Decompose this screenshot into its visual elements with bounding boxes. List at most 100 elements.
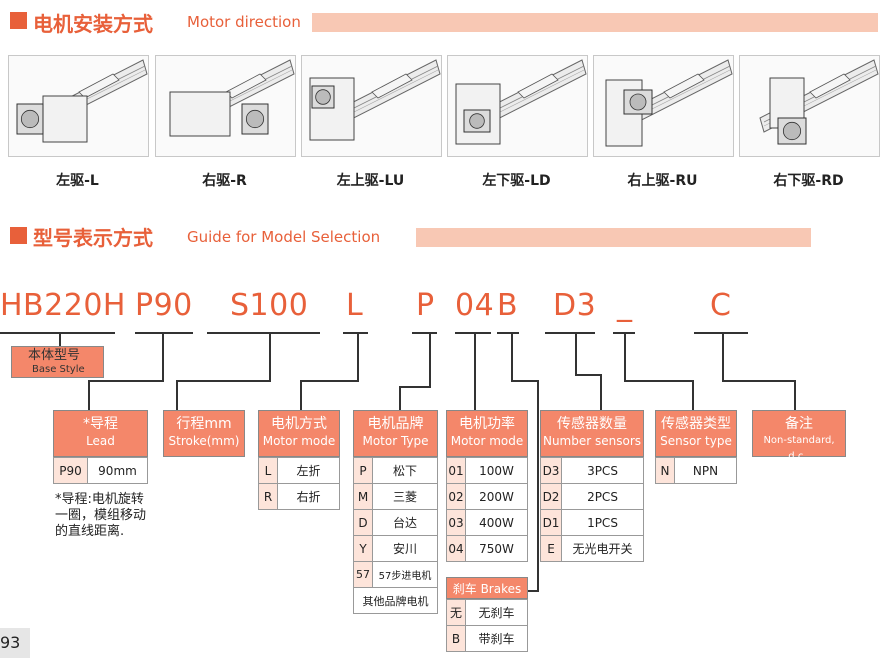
code-underline — [207, 332, 320, 334]
code-mode: L — [346, 288, 364, 323]
code-power: 04 — [455, 288, 495, 323]
connector-line — [722, 380, 796, 382]
section1-bar — [312, 13, 878, 32]
sensor-num-key: D1 — [540, 509, 562, 536]
module-drawing — [169, 59, 295, 137]
direction-photo-right-down — [739, 55, 880, 157]
module-drawing — [455, 59, 587, 145]
code-underline — [0, 332, 115, 334]
code-lead: P90 — [135, 288, 193, 323]
connector-line — [300, 380, 359, 382]
motor-type-header: 电机品牌 Motor Type — [353, 410, 438, 457]
lead-header-cn: *导程 — [83, 416, 118, 432]
remark-header-cn: 备注 — [785, 416, 813, 432]
motor-type-key: M — [353, 483, 373, 510]
sensor-num-header-cn: 传感器数量 — [557, 416, 627, 432]
sensor-num-header-en: Number sensors — [542, 434, 642, 448]
lead-value: 90mm — [87, 457, 148, 484]
brakes-key: B — [446, 625, 466, 652]
motor-type-key: D — [353, 509, 373, 536]
motor-mode-value: 右折 — [277, 483, 340, 510]
connector-line — [59, 332, 61, 346]
motor-power-key: 02 — [446, 483, 466, 510]
motor-power-value: 100W — [465, 457, 528, 484]
lead-header: *导程 Lead — [53, 410, 148, 457]
code-underline — [343, 332, 368, 334]
motor-mode-header-cn: 电机方式 — [271, 416, 327, 432]
code-stroke: S100 — [230, 288, 309, 323]
module-drawing — [309, 59, 441, 141]
sensor-type-key: N — [655, 457, 675, 484]
sensor-num-value: 3PCS — [561, 457, 644, 484]
motor-type-value: 三菱 — [372, 483, 438, 510]
base-style-en: Base Style — [32, 364, 85, 375]
connector-line — [511, 332, 513, 382]
page-number: 93 — [0, 628, 30, 658]
motor-type-value: 松下 — [372, 457, 438, 484]
motor-power-value: 750W — [465, 535, 528, 562]
motor-power-value: 400W — [465, 509, 528, 536]
motor-type-other: 其他品牌电机 — [353, 587, 438, 614]
connector-line — [399, 386, 401, 410]
direction-photo-left-up — [301, 55, 442, 157]
section1-title-en: Motor direction — [187, 13, 301, 31]
section2-title-en: Guide for Model Selection — [187, 228, 381, 246]
section-marker — [10, 227, 27, 244]
code-brake: B — [497, 288, 519, 323]
code-separator: _ — [617, 288, 633, 323]
table-row: 无无刹车 — [446, 599, 528, 626]
code-underline — [412, 332, 437, 334]
stroke-header: 行程mm Stroke(mm) — [163, 410, 245, 457]
lead-key: P90 — [53, 457, 88, 484]
connector-line — [575, 332, 577, 376]
sensor-num-key: D2 — [540, 483, 562, 510]
brakes-header: 刹车 Brakes — [446, 577, 528, 599]
direction-caption: 左驱-L — [56, 173, 99, 189]
base-style-cn: 本体型号 — [28, 348, 81, 363]
code-underline — [694, 332, 748, 334]
code-underline — [545, 332, 595, 334]
connector-line — [429, 332, 431, 388]
motor-power-header-en: Motor mode — [450, 434, 524, 448]
code-underline — [135, 332, 193, 334]
lead-note: *导程:电机旋转一圈，模组移动的直线距离. — [55, 492, 147, 539]
section2-bar — [416, 228, 811, 247]
sensor-num-key: E — [540, 535, 562, 562]
sensor-num-header: 传感器数量 Number sensors — [540, 410, 644, 457]
motor-type-key: 57 — [353, 561, 373, 588]
lead-header-en: Lead — [86, 434, 115, 448]
connector-line — [511, 380, 539, 382]
direction-caption: 右上驱-RU — [627, 173, 698, 189]
connector-line — [474, 332, 476, 410]
code-type: P — [416, 288, 435, 323]
connector-line — [575, 374, 602, 376]
motor-type-value: 安川 — [372, 535, 438, 562]
section-marker — [10, 12, 27, 29]
motor-type-header-en: Motor Type — [362, 434, 429, 448]
direction-caption: 左下驱-LD — [482, 173, 551, 189]
code-sensor-num: D3 — [553, 288, 597, 323]
sensor-num-key: D3 — [540, 457, 562, 484]
connector-line — [600, 374, 602, 410]
connector-line — [692, 380, 694, 410]
stroke-header-cn: 行程mm — [176, 416, 232, 432]
connector-line — [624, 332, 626, 382]
stroke-header-en: Stroke(mm) — [168, 434, 240, 448]
sensor-type-header: 传感器类型 Sensor type — [655, 410, 737, 457]
sensor-num-value: 无光电开关 — [561, 535, 644, 562]
direction-photo-right — [155, 55, 296, 157]
